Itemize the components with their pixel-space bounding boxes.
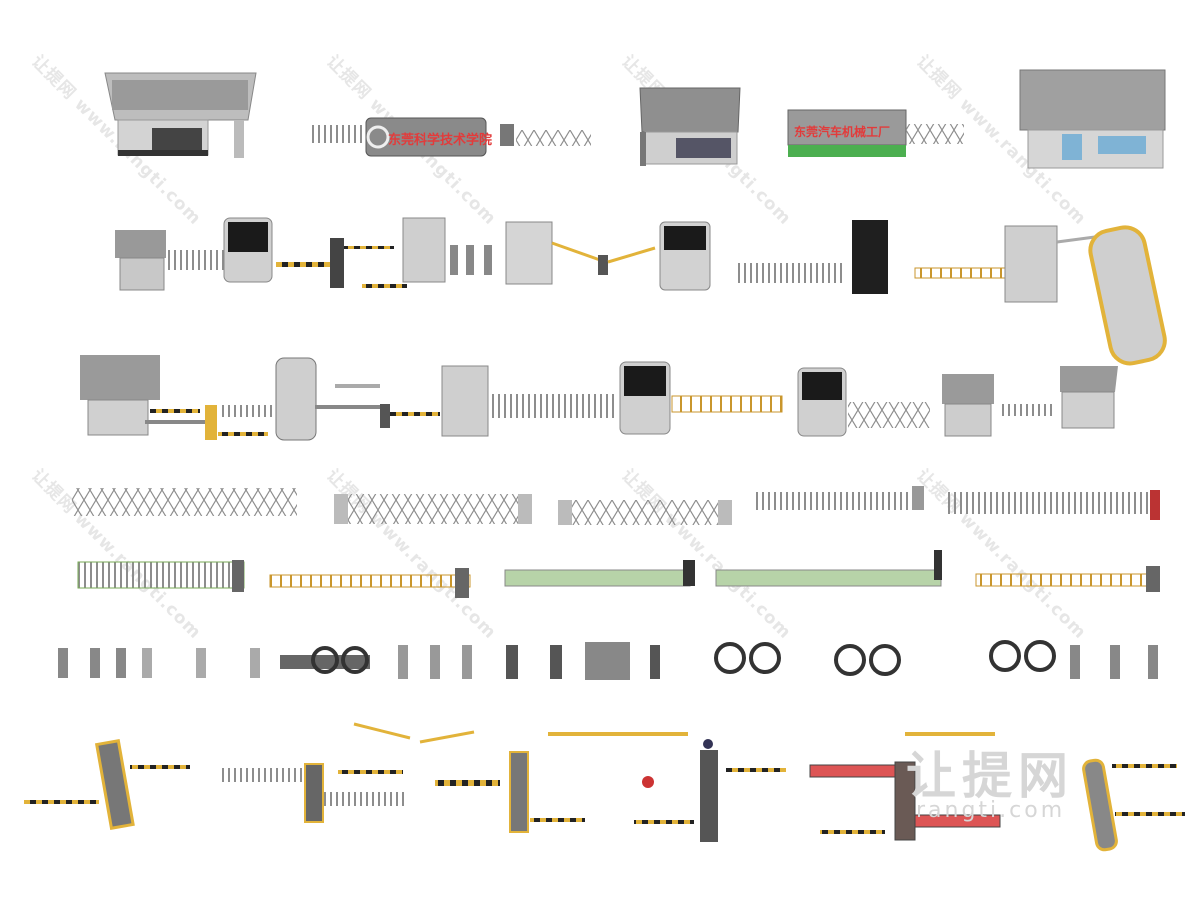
guard-booth-2 <box>639 87 741 166</box>
guard-booth-3 <box>1019 69 1166 169</box>
row4-fences <box>72 486 1160 525</box>
corner-brand-logo: 让提网 rangti.com <box>906 736 1096 846</box>
row3-models <box>80 355 1118 441</box>
row6-turnstiles <box>58 640 1158 680</box>
brand-logo-url: rangti.com <box>916 798 1066 823</box>
factory-sign-text: 东莞汽车机械工厂 <box>794 124 890 139</box>
school-gate-sign: 东莞科学技术学院 <box>310 117 591 157</box>
school-sign-text: 东莞科学技术学院 <box>388 132 492 148</box>
factory-gate-sign: 东莞汽车机械工厂 <box>787 109 964 157</box>
row2-models <box>115 217 1167 366</box>
guard-booth-1 <box>104 72 257 158</box>
brand-logo-cn: 让提网 <box>906 747 1074 805</box>
row5-gates <box>77 550 1160 598</box>
row7-barriers <box>24 722 1185 852</box>
